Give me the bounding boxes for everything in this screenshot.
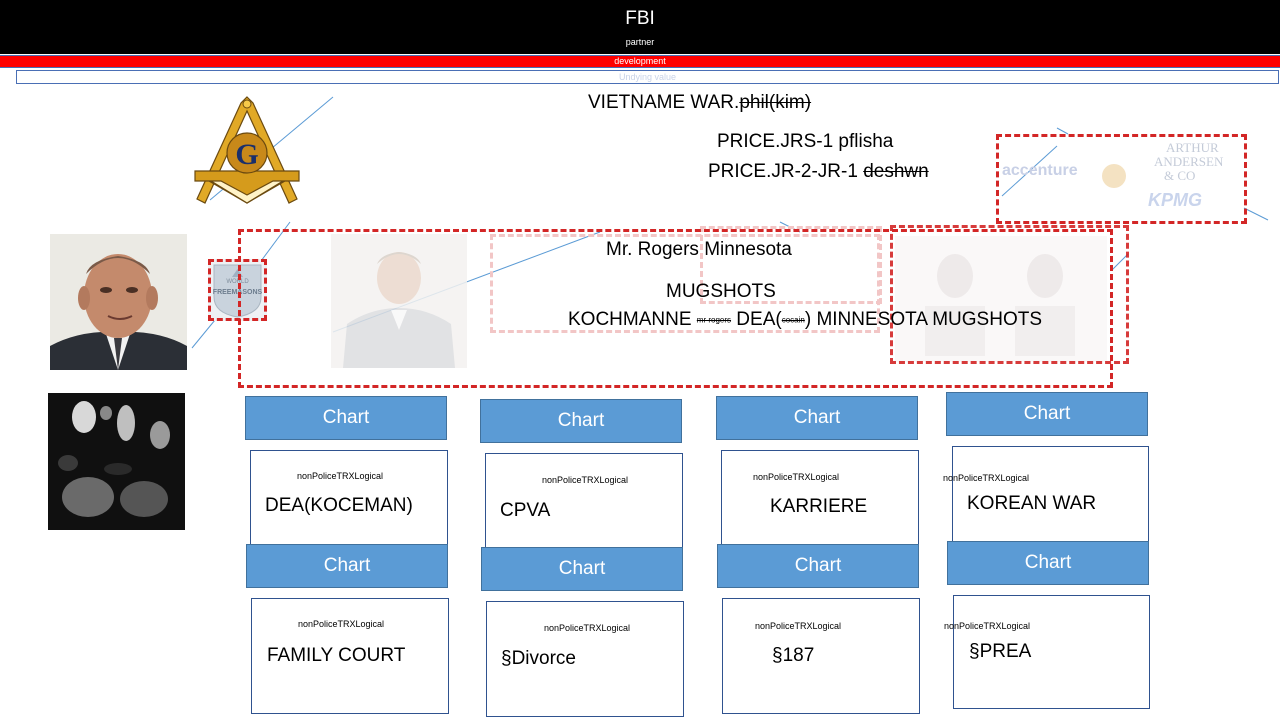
card-title: DEA(KOCEMAN) [265,495,413,516]
mugshots-title: MUGSHOTS [666,281,776,302]
card-title: §Divorce [501,648,576,669]
card-title: KOREAN WAR [967,493,1097,514]
value-bar-label: Undying value [618,72,677,82]
card-family-court[interactable]: nonPoliceTRXLogical FAMILY COURT [251,598,449,714]
price-jr2-label: PRICE.JR-2-JR-1 [708,161,864,182]
badge-shield [213,264,262,318]
accenture-logo: accenture [1002,162,1078,179]
card-small-label: nonPoliceTRXLogical [298,619,385,629]
badge-text-top: WORLD [226,279,249,285]
portrait-photo [50,234,187,370]
card-small-label: nonPoliceTRXLogical [544,623,631,633]
main-dashed-frame [238,229,1113,388]
faded-dashed-frame [490,234,880,333]
card-divorce[interactable]: nonPoliceTRXLogical §Divorce [486,601,684,717]
card-small-label: nonPoliceTRXLogical [753,472,840,482]
page-subtitle: partner [625,37,655,47]
header-bar [0,0,1280,54]
minnesota-mugshots-label: ) MINNESOTA MUGSHOTS [804,309,1043,330]
card-small-label: nonPoliceTRXLogical [944,621,1031,631]
card-title: §PREA [969,641,1032,662]
mr-rogers-photo [331,234,467,368]
mugshots-faded-figure [925,254,1075,356]
chart-button-8[interactable]: Chart [947,541,1149,585]
chart-button-4[interactable]: Chart [946,392,1148,436]
freemasons-badge-icon: WORLD FREEMASONS [208,259,267,321]
dark-photo-figure [48,393,185,530]
card-cpva[interactable]: nonPoliceTRXLogical CPVA [485,453,683,553]
arthur-logo-line3: & CO [1164,168,1196,183]
rogers-figure [331,234,467,368]
card-prea[interactable]: nonPoliceTRXLogical §PREA [944,595,1150,709]
price-jr2-strike: deshwn [863,161,929,182]
chart-button-2[interactable]: Chart [480,399,682,443]
cocain-strike: cocain [781,315,805,325]
card-title: KARRIERE [770,496,868,517]
portrait-figure [50,234,187,370]
card-small-label: nonPoliceTRXLogical [755,621,842,631]
page-title: FBI [625,8,655,29]
card-title: FAMILY COURT [267,645,406,666]
mugshots-dashed-frame [890,225,1129,364]
card-title: §187 [772,645,815,666]
card-small-label: nonPoliceTRXLogical [943,473,1030,483]
arthur-logo-line1: ARTHUR [1166,140,1219,155]
kpmg-logo: KPMG [1148,190,1202,210]
kochmanne-label: KOCHMANNE [568,309,697,330]
vietnam-war-line: VIETNAME WAR.phil(kim) [588,92,811,114]
faded-dashed-frame-2 [700,226,882,304]
logos-dashed-frame [996,134,1247,224]
masonic-square-compass-icon: G [194,96,300,204]
card-korean-war[interactable]: nonPoliceTRXLogical KOREAN WAR [943,446,1149,546]
mr-rogers-title: Mr. Rogers Minnesota [606,239,792,260]
badge-dashed-frame [208,259,267,321]
badge-text-bottom: FREEMASONS [212,289,263,296]
portrait-logo-icon [1102,164,1126,188]
price-jrs-line: PRICE.JRS-1 pflisha [717,131,894,152]
card-dea-koceman[interactable]: nonPoliceTRXLogical DEA(KOCEMAN) [250,450,448,550]
card-small-label: nonPoliceTRXLogical [542,475,629,485]
chart-button-3[interactable]: Chart [716,396,918,440]
arthur-logo-line2: ANDERSEN [1154,154,1224,169]
card-small-label: nonPoliceTRXLogical [297,471,384,481]
card-title: CPVA [500,500,551,521]
mugshots-faded-image [895,236,1107,362]
dark-photo [48,393,185,530]
development-label: development [614,56,666,66]
consulting-logos-panel: accenture ARTHUR ANDERSEN & CO KPMG [996,134,1247,224]
mr-rogers-strike: mr rogers [696,315,732,325]
card-187[interactable]: nonPoliceTRXLogical §187 [722,598,920,714]
value-bar [16,70,1279,84]
svg-text:G: G [235,138,258,171]
card-karriere[interactable]: nonPoliceTRXLogical KARRIERE [721,450,919,550]
kochmanne-line: KOCHMANNE mr rogers DEA(cocain) MINNESOT… [568,309,1042,331]
price-jr2-line: PRICE.JR-2-JR-1 deshwn [708,161,929,183]
development-bar [0,55,1280,68]
chart-button-5[interactable]: Chart [246,544,448,588]
chart-button-1[interactable]: Chart [245,396,447,440]
vietnam-war-strike: phil(kim) [739,92,812,113]
dea-label: DEA( [731,309,782,330]
chart-button-6[interactable]: Chart [481,547,683,591]
vietnam-war-label: VIETNAME WAR. [588,92,740,113]
chart-button-7[interactable]: Chart [717,544,919,588]
